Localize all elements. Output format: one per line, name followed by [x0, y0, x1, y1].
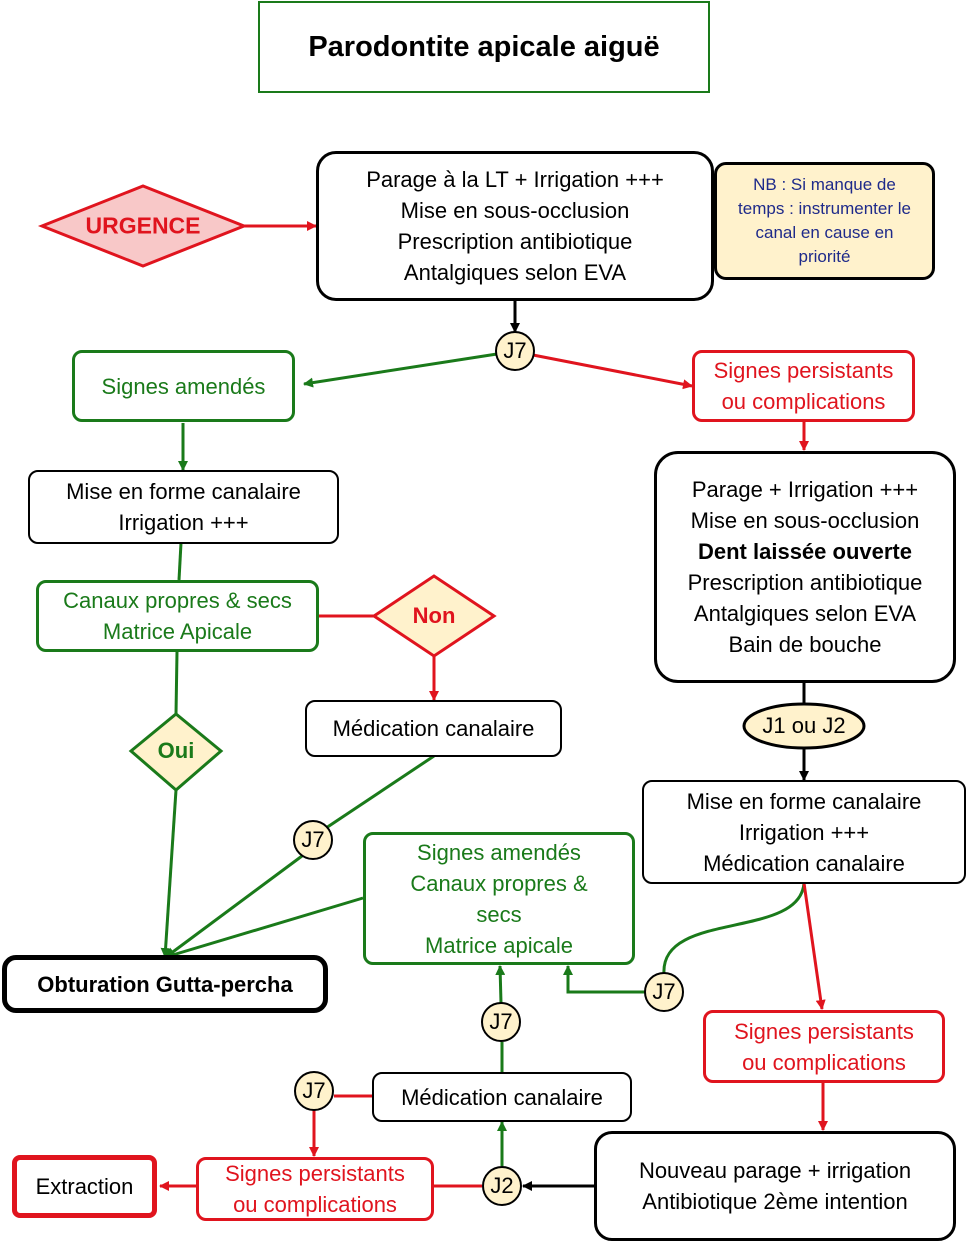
bottom-improved-line: Signes amendés: [417, 839, 581, 865]
edge-shaping-med-to-j7: [662, 882, 806, 975]
new-care-box: Nouveau parage + irrigation Antibiotique…: [594, 1131, 956, 1241]
right-persistent2-line: Signes persistants: [734, 1018, 914, 1044]
j7-label-left-mid: J7: [301, 827, 325, 852]
urgence-diamond: [37, 184, 249, 268]
edge-yes-to-obturation: [160, 789, 178, 958]
extraction-label: Extraction: [35, 1174, 134, 1199]
j7-label-bottom-left: J7: [302, 1078, 326, 1103]
right-shaping-med-line: Mise en forme canalaire: [686, 788, 922, 814]
new-care-line: Antibiotique 2ème intention: [642, 1189, 908, 1214]
edge-medication-to-j7: [325, 754, 435, 830]
left-shaping-box: Mise en forme canalaire Irrigation +++: [28, 470, 339, 544]
right-shaping-med-line: Médication canalaire: [703, 850, 905, 876]
urgence-label: URGENCE: [85, 212, 201, 239]
nb-note-line: temps : instrumenter le: [738, 199, 911, 218]
j2-label: J2: [490, 1173, 514, 1198]
left-medication-box: Médication canalaire: [305, 700, 562, 757]
right-persistent-line: Signes persistants: [713, 358, 894, 383]
obturation-label: Obturation Gutta-percha: [37, 971, 293, 997]
bottom-improved-line: secs: [476, 901, 522, 927]
right-care-box: Parage + Irrigation +++ Mise en sous-occ…: [654, 451, 956, 683]
nb-note-line: priorité: [798, 247, 851, 266]
bottom-improved-line: Matrice apicale: [425, 932, 573, 958]
left-improved-label: Signes amendés: [101, 373, 266, 399]
right-persistent2-line: ou complications: [742, 1049, 906, 1075]
j7-label-right: J7: [652, 979, 676, 1004]
j7-circle-left-mid: [293, 820, 333, 860]
initial-care-line: Mise en sous-occlusion: [400, 198, 630, 223]
no-diamond: [371, 574, 497, 658]
j7-circle-right: [644, 972, 684, 1012]
initial-care-line: Parage à la LT + Irrigation +++: [366, 167, 664, 192]
extraction-box: Extraction: [12, 1155, 157, 1218]
initial-care-line: Prescription antibiotique: [397, 229, 633, 254]
bottom-medication-box: Médication canalaire: [372, 1072, 632, 1122]
nb-note-line: canal en cause en: [755, 223, 894, 242]
right-persistent-line: ou complications: [721, 389, 886, 414]
left-shaping-line: Mise en forme canalaire: [66, 479, 301, 504]
edge-shaping-to-clean-dry: [177, 542, 183, 581]
edge-bottom-improved-to-obturation: [165, 896, 364, 960]
nb-note: NB : Si manque de temps : instrumenter l…: [714, 162, 935, 280]
j7-circle-top: [495, 331, 535, 371]
obturation-box: Obturation Gutta-percha: [2, 955, 328, 1013]
right-care-line: Antalgiques selon EVA: [693, 601, 917, 626]
no-label: Non: [412, 603, 456, 628]
left-clean-dry-line: Canaux propres & secs: [63, 588, 292, 613]
yes-diamond: [128, 712, 224, 792]
right-care-line: Parage + Irrigation +++: [691, 477, 919, 502]
bottom-persistent-line: ou complications: [233, 1192, 397, 1217]
bottom-improved-box: Signes amendés Canaux propres & secs Mat…: [363, 832, 635, 965]
yes-label: Oui: [157, 738, 195, 763]
j1j2-ellipse: [742, 702, 866, 750]
new-care-line: Nouveau parage + irrigation: [638, 1158, 912, 1183]
page-title: Parodontite apicale aiguë: [258, 1, 710, 93]
left-shaping-line: Irrigation +++: [118, 510, 249, 535]
page-title-text: Parodontite apicale aiguë: [308, 30, 660, 63]
right-persistent-box: Signes persistants ou complications: [692, 350, 915, 422]
j2-circle: [482, 1166, 522, 1206]
j7-circle-bottom: [481, 1002, 521, 1042]
j7-label-bottom: J7: [489, 1009, 513, 1034]
edge-j7-to-right-persistent: [532, 353, 693, 390]
bottom-persistent-line: Signes persistants: [225, 1161, 405, 1186]
edge-j7-bottom-to-improved: [495, 965, 506, 1004]
right-care-line: Mise en sous-occlusion: [690, 508, 920, 533]
right-persistent2-box: Signes persistants ou complications: [703, 1010, 945, 1083]
j7-circle-bottom-left: [294, 1071, 334, 1111]
right-shaping-med-line: Irrigation +++: [738, 819, 870, 845]
edge-shaping-med-to-persistent2: [802, 882, 826, 1010]
edge-clean-dry-to-yes: [174, 651, 179, 715]
edge-j7-to-left-improved: [303, 352, 498, 388]
bottom-improved-line: Canaux propres &: [410, 870, 588, 896]
nb-note-line: NB : Si manque de: [753, 175, 896, 194]
left-clean-dry-line: Matrice Apicale: [102, 619, 253, 644]
right-care-line: Bain de bouche: [728, 632, 882, 657]
right-care-line: Prescription antibiotique: [687, 570, 923, 595]
initial-care-box: Parage à la LT + Irrigation +++ Mise en …: [316, 151, 714, 301]
right-care-line: Dent laissée ouverte: [698, 539, 912, 564]
left-improved-box: Signes amendés: [72, 350, 295, 422]
left-clean-dry-box: Canaux propres & secs Matrice Apicale: [36, 580, 319, 652]
bottom-persistent-box: Signes persistants ou complications: [196, 1157, 434, 1221]
right-shaping-med-box: Mise en forme canalaire Irrigation +++ M…: [642, 780, 966, 884]
edge-j7-to-obturation: [165, 854, 303, 959]
left-medication-label: Médication canalaire: [332, 716, 535, 741]
j1j2-label: J1 ou J2: [762, 713, 846, 738]
bottom-medication-label: Médication canalaire: [401, 1084, 603, 1110]
edge-j7-to-bottom-improved: [563, 965, 645, 994]
j7-label-top: J7: [503, 338, 527, 363]
initial-care-line: Antalgiques selon EVA: [403, 260, 627, 285]
